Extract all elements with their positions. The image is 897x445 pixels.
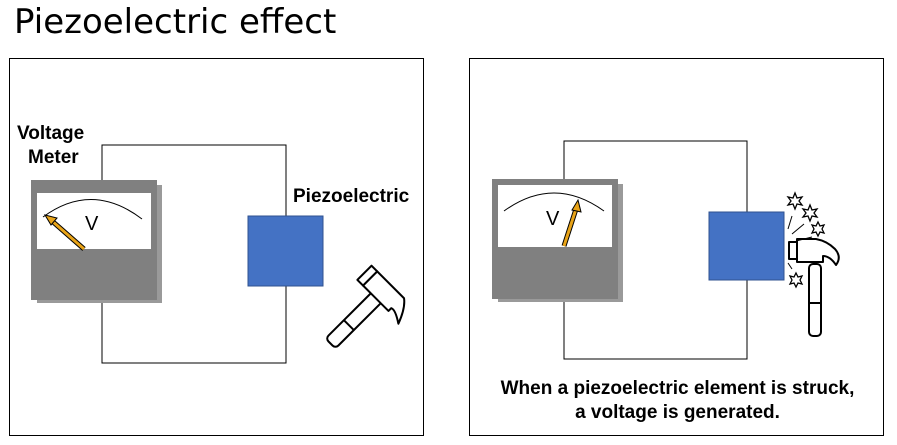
meter-dial (37, 193, 151, 249)
meter-scale-arc (42, 199, 143, 220)
meter-needle (561, 198, 582, 247)
hammer-icon (326, 264, 406, 348)
meter-scale-arc (503, 192, 605, 212)
caption-line2: a voltage is generated. (575, 402, 780, 423)
meter-symbol: V (85, 213, 99, 235)
piezoelectric-label: Piezoelectric (293, 186, 410, 207)
meter-needle (43, 214, 86, 251)
panel-after-strike: V When a piezoelectric element is struck… (469, 58, 884, 436)
impact-lines (787, 215, 813, 270)
page-title: Piezoelectric effect (14, 2, 337, 42)
piezoelectric-element (708, 211, 785, 281)
panel-before-strike: Voltage Meter Piezoelectric V (9, 58, 424, 436)
impact-star-icon (786, 191, 826, 289)
circuit-diagram-left (31, 144, 406, 364)
piezoelectric-element (247, 215, 324, 287)
meter-label-line1: Voltage (17, 123, 85, 144)
circuit-diagram-right (492, 140, 840, 360)
hammer-icon (788, 238, 840, 337)
meter-label-line2: Meter (28, 147, 79, 168)
meter-symbol: V (546, 208, 560, 230)
caption-line1: When a piezoelectric element is struck, (500, 378, 855, 399)
meter-dial (498, 185, 612, 247)
